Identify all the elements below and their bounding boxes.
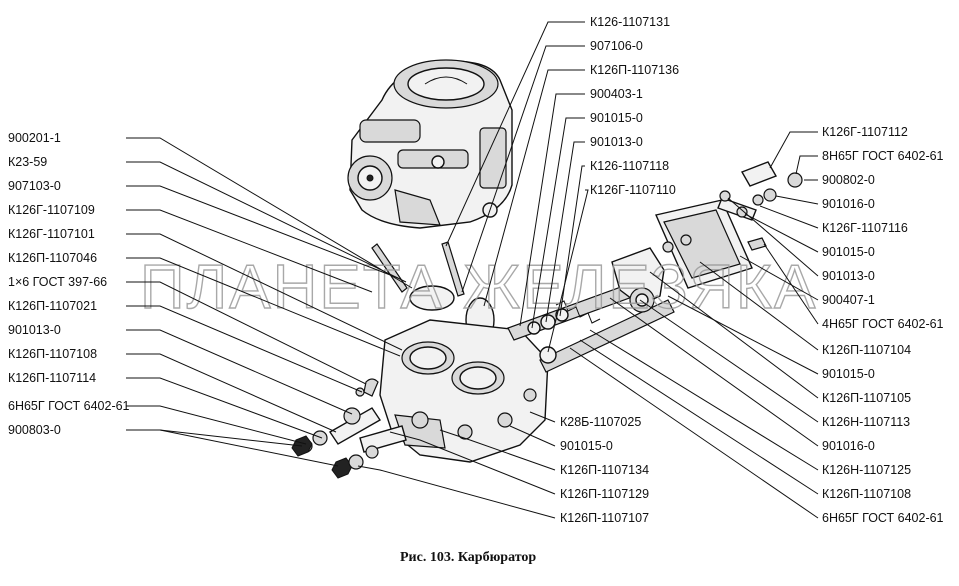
part-label: 6Н65Г ГОСТ 6402-61 [8, 399, 130, 413]
part-label: 4Н65Г ГОСТ 6402-61 [822, 317, 944, 331]
part-label: 901013-0 [590, 135, 643, 149]
part-label: К126-1107131 [590, 15, 670, 29]
part-label: 901016-0 [822, 439, 875, 453]
part-label: К126Н-1107125 [822, 463, 911, 477]
part-label: 1×6 ГОСТ 397-66 [8, 275, 107, 289]
carburetor-drawing [291, 59, 803, 479]
part-label: К126Г-1107101 [8, 227, 95, 241]
part-label: 900803-0 [8, 423, 61, 437]
part-label: 901015-0 [560, 439, 613, 453]
part-label: К126П-1107107 [560, 511, 649, 525]
part-label: 907103-0 [8, 179, 61, 193]
carburetor-top-assembly [347, 59, 513, 229]
part-label: 8Н65Г ГОСТ 6402-61 [822, 149, 944, 163]
part-label: 900802-0 [822, 173, 875, 187]
part-label: К126Г-1107112 [822, 125, 908, 139]
carburetor-body [379, 319, 549, 463]
part-label: К126П-1107104 [822, 343, 911, 357]
part-label: К126П-1107134 [560, 463, 649, 477]
part-label: 901013-0 [8, 323, 61, 337]
part-label: К126П-1107108 [8, 347, 97, 361]
gasket-disk [409, 285, 455, 311]
part-label: К28Б-1107025 [560, 415, 641, 429]
part-label: 901013-0 [822, 269, 875, 283]
leader-lines [126, 21, 819, 519]
part-label: К126П-1107136 [590, 63, 679, 77]
part-label: К126П-1107129 [560, 487, 649, 501]
part-label: К126П-1107021 [8, 299, 97, 313]
lever-bracket [611, 247, 665, 313]
labels-right: К126Г-1107112 8Н65Г ГОСТ 6402-61 900802-… [822, 125, 944, 525]
figure-caption: Рис. 103. Карбюратор [400, 550, 536, 565]
part-label: К126Г-1107116 [822, 221, 908, 235]
labels-left: 900201-1 К23-59 907103-0 К126Г-1107109 К… [8, 131, 130, 437]
part-label: К126П-1107108 [822, 487, 911, 501]
part-label: К126Г-1107110 [590, 183, 676, 197]
part-label: 901015-0 [590, 111, 643, 125]
part-label: К126Г-1107109 [8, 203, 95, 217]
part-label: 900407-1 [822, 293, 875, 307]
part-label: 6Н65Г ГОСТ 6402-61 [822, 511, 944, 525]
diaphragm-cover [655, 199, 767, 289]
part-label: К126П-1107114 [8, 371, 96, 385]
part-label: К126П-1107046 [8, 251, 97, 265]
labels-bottom: К28Б-1107025 901015-0 К126П-1107134 К126… [560, 415, 649, 525]
part-label: 901015-0 [822, 245, 875, 259]
part-label: К126-1107118 [590, 159, 669, 173]
part-label: К23-59 [8, 155, 47, 169]
part-label: 907106-0 [590, 39, 643, 53]
lower-left-linkage [291, 378, 407, 479]
labels-top: К126-1107131 907106-0 К126П-1107136 9004… [590, 15, 679, 197]
part-label: К126Н-1107113 [822, 415, 910, 429]
part-label: К126П-1107105 [822, 391, 911, 405]
part-label: 900403-1 [590, 87, 643, 101]
upper-right-linkage [717, 161, 803, 221]
part-label: 901015-0 [822, 367, 875, 381]
watermark: ПЛАНЕТА ЖЕЛЕЗЯКА [140, 253, 817, 322]
part-label: 901016-0 [822, 197, 875, 211]
part-label: 900201-1 [8, 131, 61, 145]
